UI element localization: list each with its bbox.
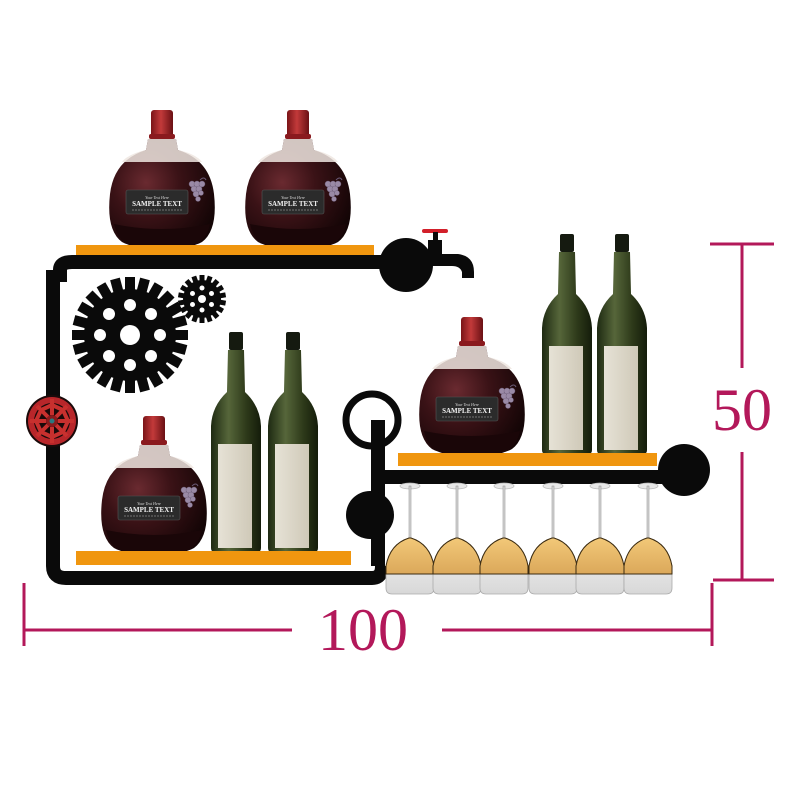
round-wine-bottle (108, 109, 216, 249)
round-wine-bottle (244, 109, 352, 249)
wine-glass (385, 482, 435, 595)
round-wine-bottle (100, 415, 208, 555)
pipe-end-cap (658, 444, 710, 496)
valve-wheel-icon (26, 395, 78, 447)
gear-icon (72, 277, 188, 393)
wine-glass (528, 482, 578, 595)
gear-icon (177, 275, 227, 323)
pipe-joint (346, 491, 394, 539)
wine-glass (623, 482, 673, 595)
green-wine-bottle (597, 234, 647, 454)
green-wine-bottle (211, 332, 261, 552)
wine-glass (575, 482, 625, 595)
green-wine-bottle (268, 332, 318, 552)
wine-glass (432, 482, 482, 595)
lower-left-shelf-board (76, 551, 351, 565)
wine-glass (479, 482, 529, 595)
water-tap-icon (422, 229, 474, 278)
right-shelf-board (398, 453, 657, 466)
wine-glass-rack (385, 482, 673, 595)
width-dimension-line (22, 583, 714, 646)
round-wine-bottle (418, 316, 526, 456)
height-dimension-line (710, 242, 774, 582)
pipe-ring (342, 390, 402, 450)
pipe-joint (379, 238, 433, 292)
width-dimension-label: 100 (318, 597, 408, 663)
green-wine-bottle (542, 234, 592, 454)
height-dimension-label: 50 (712, 377, 772, 443)
